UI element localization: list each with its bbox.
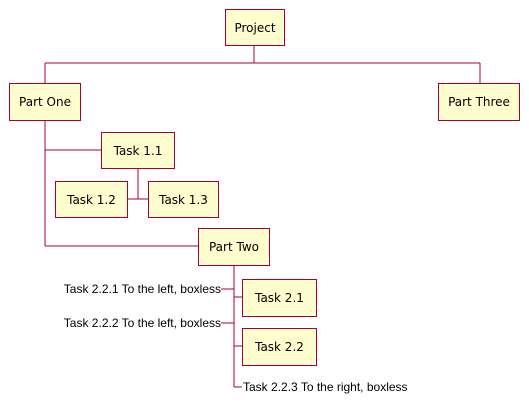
label-task-2-2-2[interactable]: Task 2.2.2 To the left, boxless: [63, 316, 221, 330]
node-task-1-2[interactable]: Task 1.2: [55, 181, 128, 218]
node-task-1-3[interactable]: Task 1.3: [148, 181, 219, 218]
label-task-2-2-1[interactable]: Task 2.2.1 To the left, boxless: [63, 282, 221, 296]
node-task-1-1[interactable]: Task 1.1: [101, 132, 175, 169]
node-task-2-1[interactable]: Task 2.1: [242, 279, 317, 317]
node-task-2-2[interactable]: Task 2.2: [242, 328, 317, 366]
node-part-three[interactable]: Part Three: [438, 83, 520, 121]
label-task-2-2-3[interactable]: Task 2.2.3 To the right, boxless: [243, 380, 408, 394]
node-part-one[interactable]: Part One: [9, 83, 81, 121]
node-project[interactable]: Project: [225, 9, 285, 46]
node-part-two[interactable]: Part Two: [198, 228, 270, 266]
